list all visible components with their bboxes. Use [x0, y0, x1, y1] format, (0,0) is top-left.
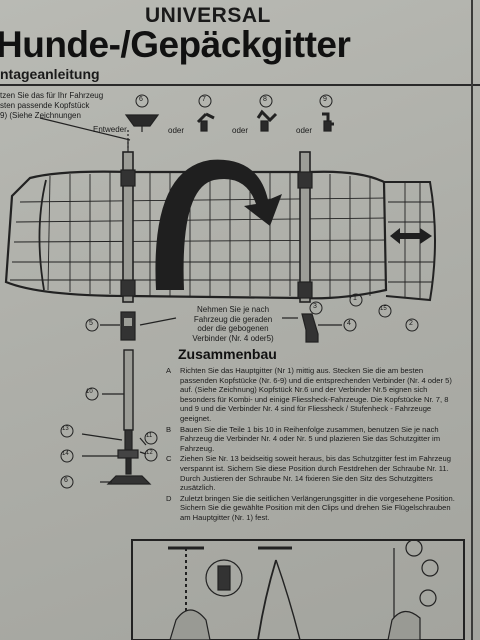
badge-12: 12: [146, 450, 153, 456]
head-piece-7-icon: [196, 112, 215, 132]
badge-10: 10: [86, 389, 93, 395]
grid-frame: [4, 170, 436, 302]
badge-14: 14: [62, 451, 69, 457]
badge-15: 15: [380, 306, 387, 312]
badge-11: 11: [146, 433, 153, 439]
connector-4-icon: [301, 313, 319, 343]
page-edge-rule: [471, 0, 473, 640]
header-rule: [0, 84, 480, 86]
section-heading: Zusammenbau: [178, 346, 277, 362]
badge-2: 2: [409, 320, 413, 327]
badge-6-top: 6: [139, 96, 143, 103]
label-or-3: oder: [296, 126, 313, 135]
badge-8: 8: [263, 96, 267, 103]
intro-text: tzen Sie das für Ihr Fahrzeug sten passe…: [0, 91, 104, 120]
badge-9: 9: [323, 96, 327, 103]
step-illustrations: [131, 539, 465, 640]
subtitle: ntageanleitung: [0, 66, 100, 82]
head-piece-6-icon: [124, 114, 160, 132]
title-universal: UNIVERSAL: [145, 4, 271, 27]
badge-7: 7: [202, 96, 206, 103]
connector-5-icon: [120, 311, 136, 341]
badge-6-bottom: 6: [64, 477, 68, 484]
head-piece-8-icon: [256, 109, 278, 132]
leader-intro: [39, 117, 131, 141]
left-post: [120, 151, 136, 303]
page-title: Hunde-/Gepäckgitter: [0, 24, 351, 65]
badge-5: 5: [89, 320, 93, 327]
connector-callout: Nehmen Sie je nach Fahrzeug die geraden …: [192, 305, 274, 343]
label-or-2: oder: [232, 126, 249, 135]
head-piece-9-icon: [322, 112, 334, 132]
badge-1: 1: [353, 295, 357, 302]
badge-4: 4: [347, 320, 351, 327]
extend-arrow-icon: [390, 228, 432, 244]
flip-arrow-icon: [155, 159, 282, 290]
label-or-1: oder: [168, 126, 185, 135]
label-either: Entweder: [93, 125, 127, 134]
badge-3: 3: [313, 303, 317, 310]
telescopic-pole: [106, 349, 152, 485]
badge-13: 13: [62, 426, 69, 432]
right-post: [297, 151, 313, 303]
